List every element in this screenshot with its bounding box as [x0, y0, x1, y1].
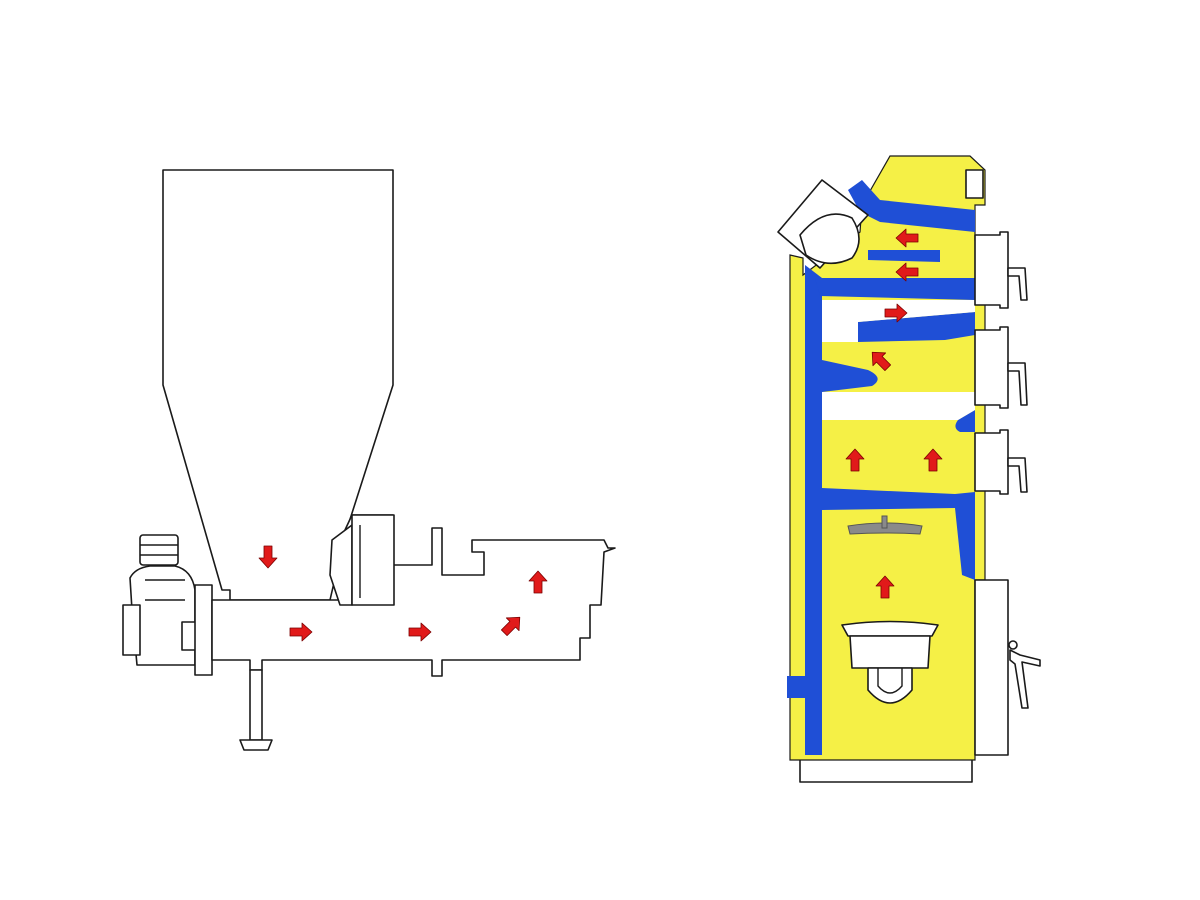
- feeder-flow-arrows: [258, 545, 548, 642]
- boiler-arrow-6: [923, 448, 943, 472]
- boiler-assembly: [777, 155, 1041, 783]
- motor-flange: [194, 584, 213, 676]
- support-leg: [239, 669, 273, 751]
- feeder-arrow-1: [258, 545, 278, 569]
- boiler-burner: [841, 620, 939, 704]
- boiler-flow-arrows: [845, 228, 943, 599]
- pellet-feeder-assembly: [122, 169, 616, 751]
- boiler-arrow-2: [895, 262, 919, 282]
- feeder-arrow-4: [500, 616, 521, 637]
- control-box: [965, 169, 984, 199]
- grate-plate: [847, 522, 923, 535]
- feeder-arrow-2: [289, 622, 313, 642]
- boiler-arrow-4: [871, 351, 892, 372]
- middle-door: [974, 326, 1028, 409]
- feeder-tube: [211, 514, 616, 677]
- boiler-arrow-5: [845, 448, 865, 472]
- combustion-chamber: [822, 300, 975, 420]
- feeder-motor: [122, 534, 203, 666]
- lower-door: [974, 429, 1028, 495]
- feeder-arrow-5: [528, 570, 548, 594]
- boiler-base: [799, 757, 973, 783]
- ash-door: [974, 579, 1041, 756]
- burner-head: [329, 514, 395, 606]
- flue-outlet: [777, 179, 869, 269]
- upper-door: [974, 231, 1028, 309]
- boiler-arrow-3: [884, 303, 908, 323]
- feeder-arrow-3: [408, 622, 432, 642]
- boiler-arrow-1: [895, 228, 919, 248]
- boiler-arrow-7: [875, 575, 895, 599]
